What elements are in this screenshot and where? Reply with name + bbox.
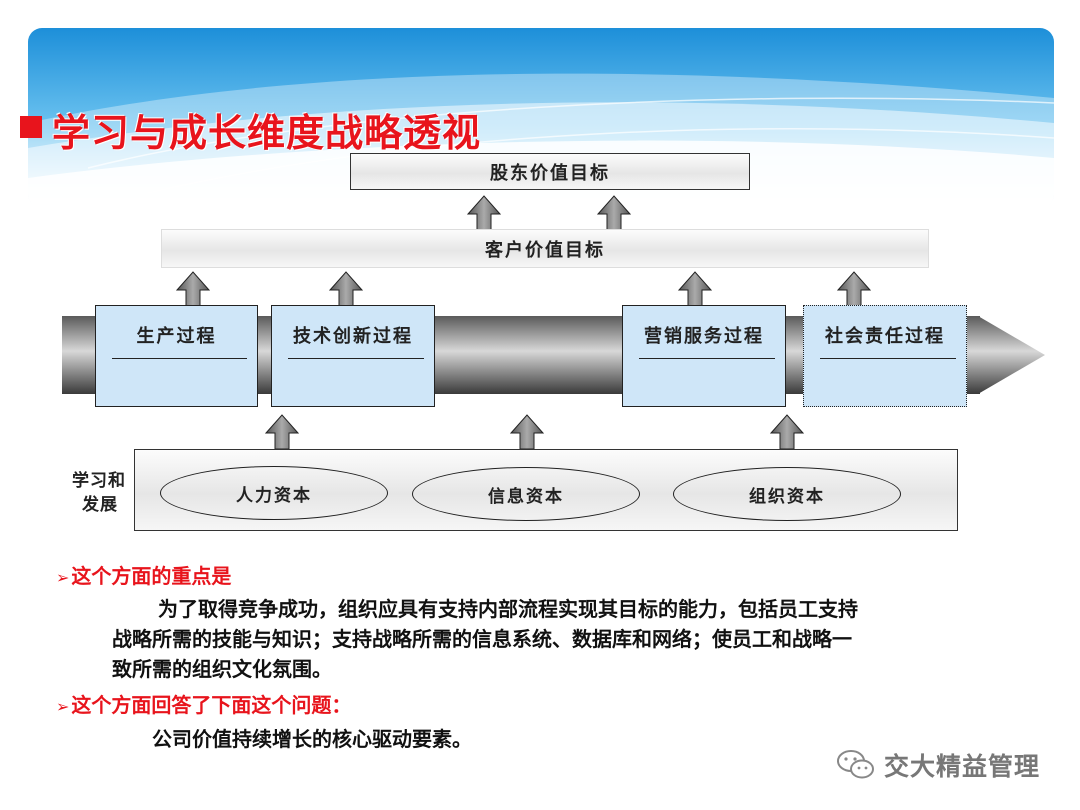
up-arrow-icon (596, 195, 632, 231)
process-label: 营销服务过程 (644, 326, 764, 347)
process-underline (112, 358, 247, 359)
arrow-bullet-icon: ➢ (56, 568, 70, 587)
watermark-text: 交大精益管理 (884, 752, 1041, 781)
side-label-line: 发展 (82, 495, 118, 515)
section1-paragraph: 为了取得竞争成功，组织应具有支持内部流程实现其目标的能力，包括员工支持 战略所需… (112, 594, 1012, 684)
banner-waves (28, 28, 1054, 208)
paragraph-line: 为了取得竞争成功，组织应具有支持内部流程实现其目标的能力，包括员工支持 (158, 597, 858, 621)
up-arrow-icon (264, 414, 300, 450)
customer-value-box: 客户价值目标 (161, 229, 929, 268)
shareholder-value-box: 股东价值目标 (350, 153, 750, 190)
capital-information: 信息资本 (412, 467, 640, 521)
section1-heading: ➢这个方面的重点是 (56, 560, 231, 589)
process-label: 生产过程 (136, 326, 217, 347)
process-box-marketing: 营销服务过程 (622, 305, 786, 407)
section2-heading: ➢这个方面回答了下面这个问题： (56, 689, 351, 718)
process-label: 技术创新过程 (293, 326, 413, 347)
page-title: 学习与成长维度战略透视 (52, 111, 482, 155)
section2-answer: 公司价值持续增长的核心驱动要素。 (152, 727, 472, 751)
process-label: 社会责任过程 (825, 326, 945, 347)
paragraph-line: 致所需的组织文化氛围。 (112, 657, 332, 681)
section1-heading-text: 这个方面的重点是 (71, 564, 232, 588)
learning-growth-label: 学习和 发展 (72, 469, 126, 517)
up-arrow-icon (328, 271, 364, 307)
arrow-bullet-icon: ➢ (56, 697, 70, 716)
watermark: 交大精益管理 (836, 747, 1040, 783)
process-underline (639, 358, 775, 359)
capital-organization: 组织资本 (673, 467, 901, 521)
up-arrow-icon (509, 414, 545, 450)
wechat-icon (837, 750, 874, 779)
process-underline (820, 358, 956, 359)
header-banner (28, 28, 1054, 208)
process-underline (288, 358, 424, 359)
process-box-innovation: 技术创新过程 (271, 305, 435, 407)
section2-heading-text: 这个方面回答了下面这个问题： (71, 693, 352, 717)
up-arrow-icon (677, 271, 713, 307)
capital-human: 人力资本 (160, 466, 388, 520)
process-box-production: 生产过程 (95, 305, 258, 407)
up-arrow-icon (769, 414, 805, 450)
side-label-line: 学习和 (72, 471, 126, 491)
up-arrow-icon (466, 195, 502, 231)
up-arrow-icon (175, 271, 211, 307)
up-arrow-icon (836, 271, 872, 307)
process-box-social: 社会责任过程 (803, 305, 967, 407)
paragraph-line: 战略所需的技能与知识；支持战略所需的信息系统、数据库和网络；使员工和战略一 (112, 627, 852, 651)
title-bullet-icon (20, 116, 42, 138)
